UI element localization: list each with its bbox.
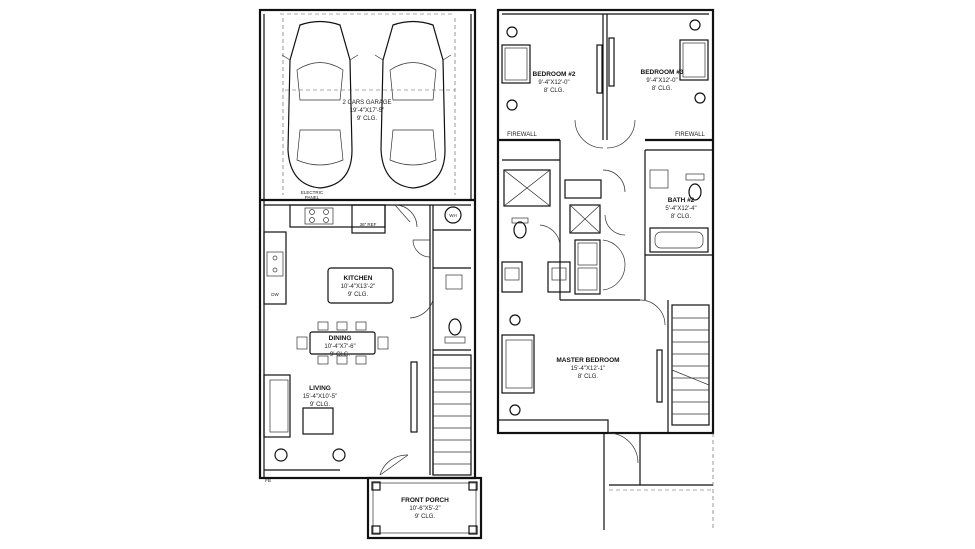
kitchen-clg: 9' CLG. [348,292,368,298]
master-clg: 8' CLG. [578,374,598,380]
front-porch-area [366,476,483,540]
bedroom3-dims: 9'-4"X12'-0" [646,78,677,84]
dining-dims: 10'-4"X7'-6" [324,344,355,350]
car-1-icon [281,20,359,189]
master-dims: 15'-4"X12'-1" [571,366,606,372]
living-name: LIVING [309,385,331,392]
kitchen-dims: 10'-4"X13'-2" [341,284,376,290]
kitchen-name: KITCHEN [344,275,373,282]
garage-clg: 9' CLG. [357,116,377,122]
bedroom3-clg: 8' CLG. [652,86,672,92]
living-clg: 9' CLG. [310,402,330,408]
upper-floor-plan: FIREWALL FIREWALL BEDROOM #2 9'-4"X12'-0… [496,8,715,530]
electric-panel-label-1: ELECTRIC [301,190,324,195]
master-name: MASTER BEDROOM [556,357,619,364]
dining-table-icon [296,321,389,365]
bedroom3-name: BEDROOM #3 [641,69,684,76]
garage-dims: 19'-4"X17'-5" [350,108,385,114]
upper-stairs-icon [671,304,710,426]
bed-2-icon [501,26,603,111]
front-porch-dims: 10'-6"X5'-2" [409,506,440,512]
sofa-icon [263,374,334,438]
firewall-left: FIREWALL [507,132,537,138]
dining-clg: 9' CLG. [330,352,350,358]
bath2-dims: 5'-4"X12'-4" [665,206,696,212]
bath2-clg: 8' CLG. [671,214,691,220]
bath2-name: BATH #2 [668,197,695,204]
wh-label: WH [449,213,457,218]
dining-name: DINING [329,335,352,342]
electric-panel-label-2: PANEL [305,195,320,200]
living-dims: 15'-4"X10'-5" [303,394,338,400]
bedroom2-clg: 8' CLG. [544,88,564,94]
fb-label: FB [265,478,271,483]
bedroom2-dims: 9'-4"X12'-0" [538,80,569,86]
front-porch-clg: 9' CLG. [415,514,435,520]
ref-label: 36" REF [360,222,377,227]
firewall-right: FIREWALL [675,132,705,138]
car-2-icon [374,20,452,189]
bed-3-icon [608,19,709,104]
dw-label: DW [271,292,279,297]
garage-name: 2 CARS GARAGE [342,100,391,106]
master-bed-icon [501,314,663,416]
ground-floor-plan: 2 CARS GARAGE 19'-4"X17'-5" 9' CLG. ELEC… [258,8,483,540]
stairs-icon [432,354,472,476]
front-porch-name: FRONT PORCH [401,497,449,504]
bedroom2-name: BEDROOM #2 [533,71,576,78]
